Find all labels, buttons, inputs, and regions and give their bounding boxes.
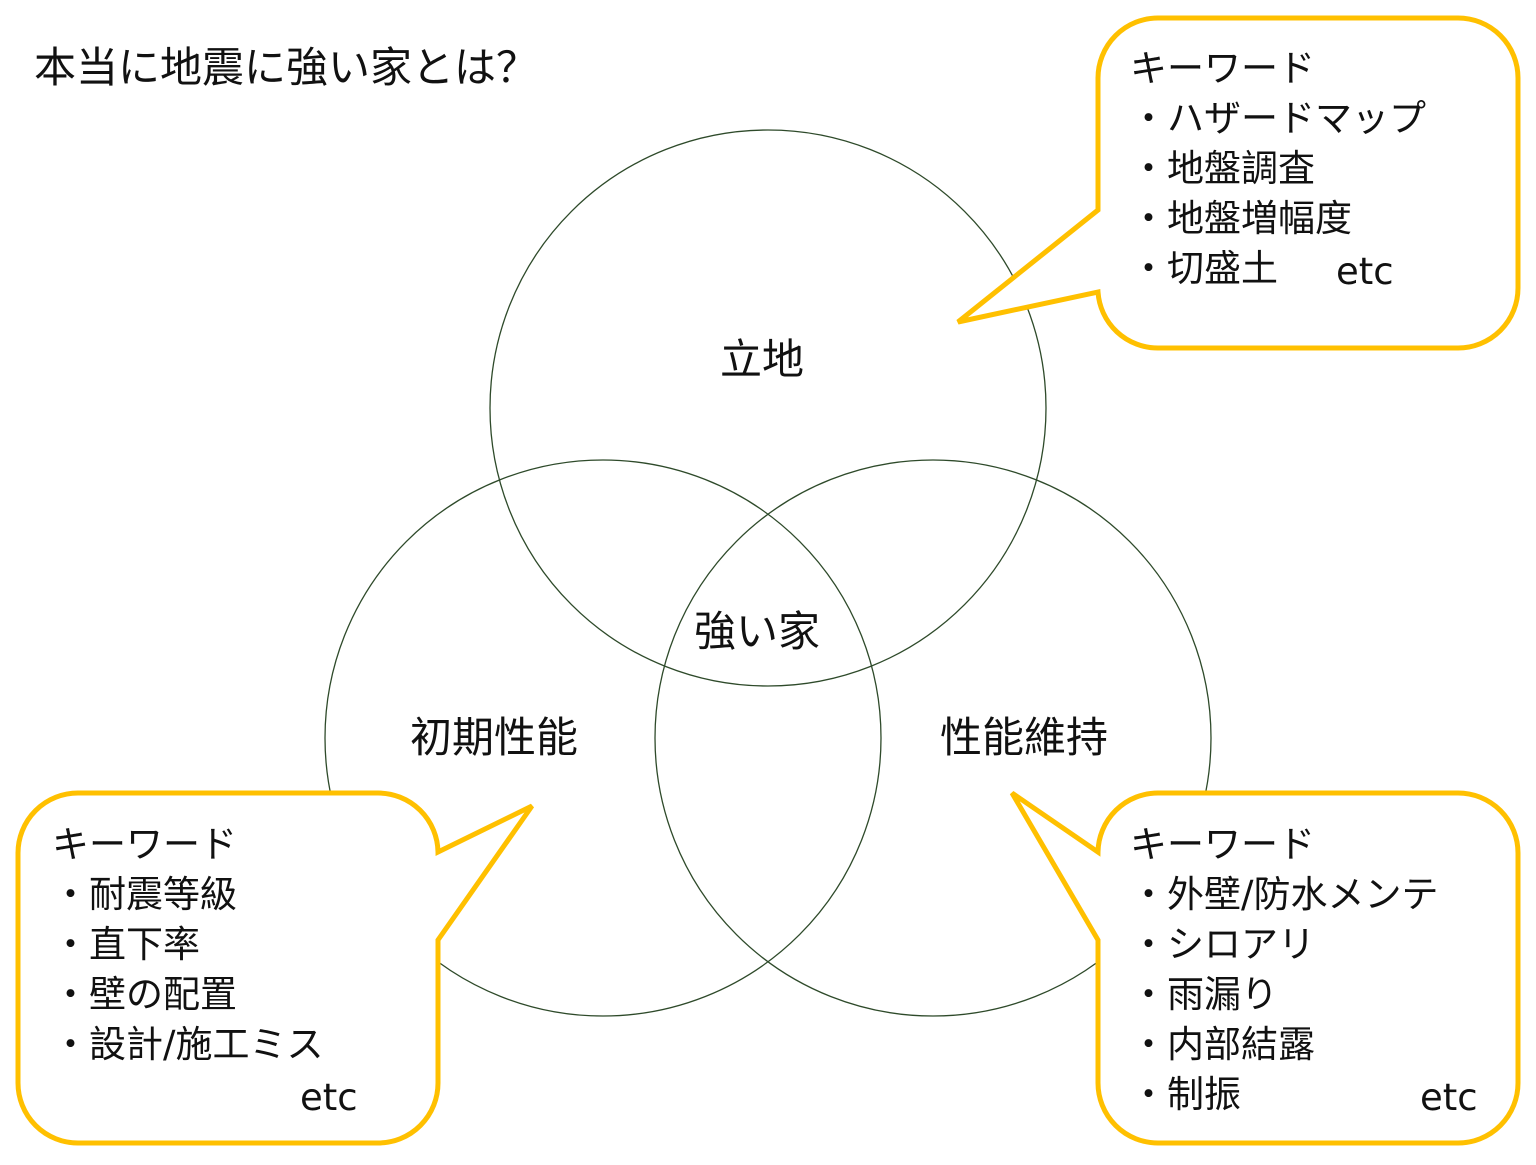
keyword-etc: etc (1420, 1076, 1478, 1119)
keyword-item: 雨漏り (1130, 970, 1438, 1020)
keyword-item: 外壁/防水メンテ (1130, 870, 1438, 920)
keywords-location: キーワード ハザードマップ 地盤調査 地盤増幅度 切盛土 (1130, 44, 1426, 294)
label-initial-performance: 初期性能 (410, 713, 579, 762)
circle-location (489, 129, 1047, 687)
label-location: 立地 (720, 335, 805, 384)
keyword-item: 耐震等級 (52, 870, 323, 920)
label-performance-maintenance: 性能維持 (940, 713, 1109, 762)
keyword-item: 制振 (1130, 1070, 1438, 1120)
keyword-item: シロアリ (1130, 920, 1438, 970)
keyword-item: 地盤増幅度 (1130, 194, 1426, 244)
keywords-performance-maintenance: キーワード 外壁/防水メンテ シロアリ 雨漏り 内部結露 制振 (1130, 820, 1438, 1120)
keywords-heading: キーワード (52, 823, 237, 866)
keyword-item: 直下率 (52, 920, 323, 970)
keyword-etc: etc (300, 1076, 358, 1119)
keywords-initial-performance: キーワード 耐震等級 直下率 壁の配置 設計/施工ミス (52, 820, 323, 1070)
keyword-item: ハザードマップ (1130, 94, 1426, 144)
keyword-item: 地盤調査 (1130, 144, 1426, 194)
keywords-heading: キーワード (1130, 47, 1315, 90)
keyword-item: 設計/施工ミス (52, 1020, 323, 1070)
circle-initial-performance (324, 459, 882, 1017)
page-title: 本当に地震に強い家とは？ (34, 43, 539, 92)
keywords-heading: キーワード (1130, 823, 1315, 866)
keyword-item: 切盛土 (1130, 244, 1426, 294)
keyword-etc: etc (1336, 250, 1394, 293)
circle-performance-maintenance (654, 459, 1212, 1017)
keyword-item: 内部結露 (1130, 1020, 1438, 1070)
keyword-item: 壁の配置 (52, 970, 323, 1020)
label-strong-house: 強い家 (694, 607, 821, 656)
